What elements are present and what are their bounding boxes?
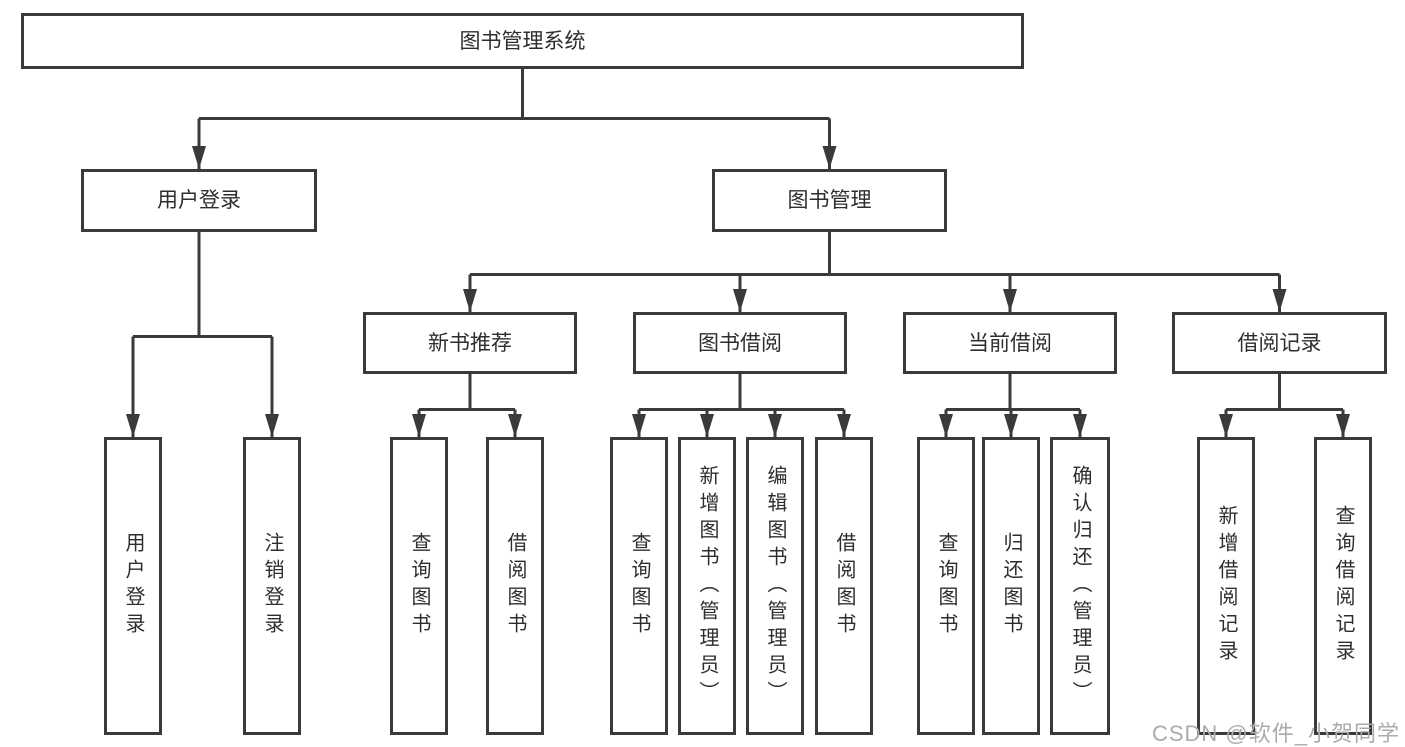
leaf-borrowing-borrow-books: 借阅图书 xyxy=(815,437,873,735)
leaf-recommend-borrow-books: 借阅图书 xyxy=(486,437,544,735)
node-current-borrowing: 当前借阅 xyxy=(903,312,1117,374)
leaf-current-confirm-return-admin: 确认归还（管理员） xyxy=(1050,437,1110,735)
leaf-borrowing-edit-books-admin: 编辑图书（管理员） xyxy=(746,437,804,735)
leaf-records-add-borrow-record: 新增借阅记录 xyxy=(1197,437,1255,735)
leaf-current-return-books: 归还图书 xyxy=(982,437,1040,735)
leaf-logout-login: 注销登录 xyxy=(243,437,301,735)
node-book-borrowing: 图书借阅 xyxy=(633,312,847,374)
leaf-current-query-books: 查询图书 xyxy=(917,437,975,735)
node-borrowing-records: 借阅记录 xyxy=(1172,312,1387,374)
leaf-user-login: 用户登录 xyxy=(104,437,162,735)
node-book-management: 图书管理 xyxy=(712,169,947,232)
watermark-text: CSDN @软件_小贺同学 xyxy=(1151,721,1400,746)
node-new-book-recommend: 新书推荐 xyxy=(363,312,577,374)
leaf-recommend-query-books: 查询图书 xyxy=(390,437,448,735)
leaf-borrowing-query-books: 查询图书 xyxy=(610,437,668,735)
leaf-borrowing-add-books-admin: 新增图书（管理员） xyxy=(678,437,736,735)
leaf-records-query-borrow-record: 查询借阅记录 xyxy=(1314,437,1372,735)
node-user-login: 用户登录 xyxy=(81,169,317,232)
arrow-lines xyxy=(126,118,1350,437)
node-library-management-system: 图书管理系统 xyxy=(21,13,1024,69)
branch-lines xyxy=(133,68,1343,411)
